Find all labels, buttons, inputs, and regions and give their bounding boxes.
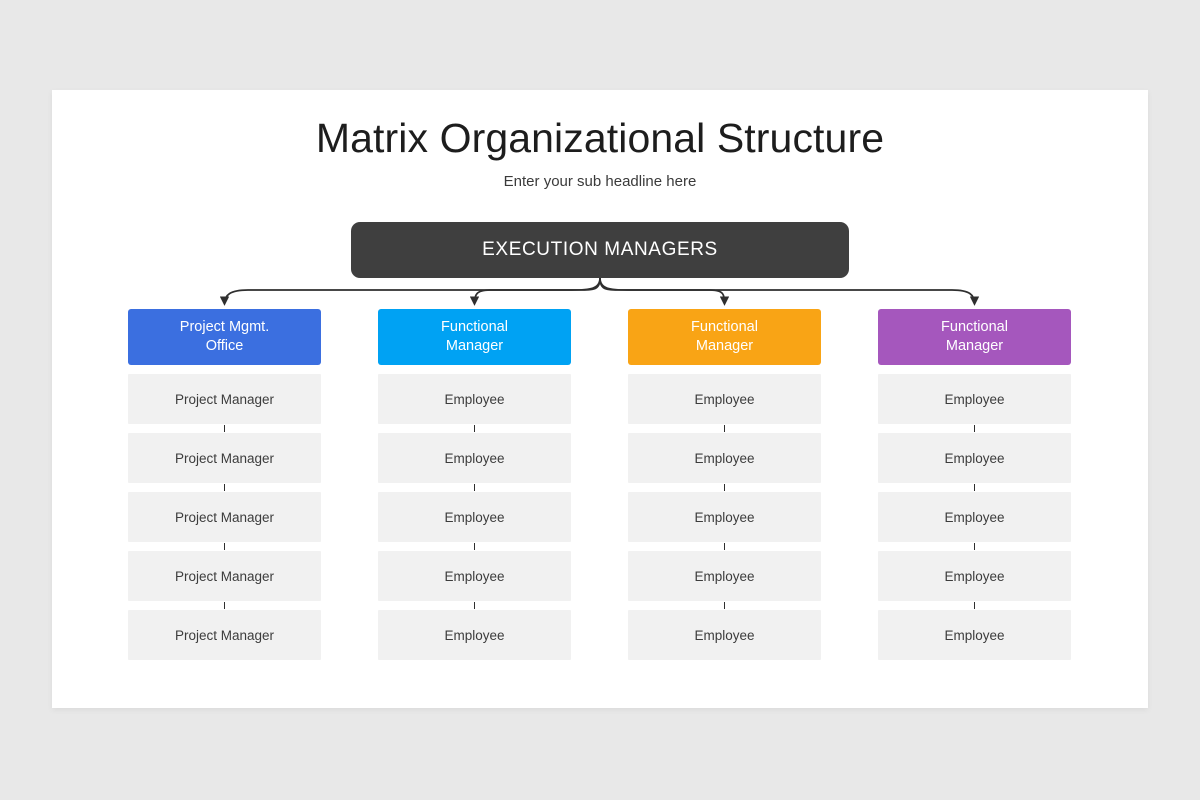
row-connector (628, 424, 821, 433)
row-connector (128, 601, 321, 610)
page-subtitle: Enter your sub headline here (503, 173, 697, 190)
org-node-execution-managers[interactable]: EXECUTION MANAGERS (351, 222, 849, 278)
node-row[interactable]: Employee (628, 551, 821, 601)
column-header-2-line1: Functional (691, 319, 758, 336)
node-row[interactable]: Employee (378, 374, 571, 424)
column-rows-1: Employee Employee Employee Employee Empl… (378, 374, 571, 660)
node-row[interactable]: Project Manager (128, 433, 321, 483)
row-connector (878, 542, 1071, 551)
row-connector (378, 542, 571, 551)
row-connector (628, 601, 821, 610)
row-connector (878, 601, 1071, 610)
connector-to-column-2 (469, 277, 601, 306)
row-connector (878, 424, 1071, 433)
node-row[interactable]: Project Manager (128, 551, 321, 601)
node-row[interactable]: Employee (628, 492, 821, 542)
row-connector (378, 424, 571, 433)
connector-to-column-1 (219, 277, 601, 306)
column-header-0-line2: Office (205, 338, 244, 354)
column-header-3-line2: Manager (945, 338, 1004, 354)
row-connector (878, 483, 1071, 492)
row-connector (128, 542, 321, 551)
column-rows-0: Project Manager Project Manager Project … (128, 374, 321, 660)
slide-canvas: Matrix Organizational Structure Enter yo… (52, 90, 1148, 708)
column-header-2-line2: Manager (695, 338, 754, 354)
column-header-1[interactable]: Functional Manager (378, 309, 571, 365)
row-connector (128, 424, 321, 433)
node-row[interactable]: Employee (378, 610, 571, 660)
node-row[interactable]: Employee (878, 551, 1071, 601)
column-header-2[interactable]: Functional Manager (628, 309, 821, 365)
root-node-label: EXECUTION MANAGERS (482, 239, 718, 260)
org-column-functional-manager-1: Functional Manager Employee Employee Emp… (378, 309, 571, 660)
column-header-3[interactable]: Functional Manager (878, 309, 1071, 365)
node-row[interactable]: Project Manager (128, 374, 321, 424)
node-row[interactable]: Employee (628, 610, 821, 660)
row-connector (128, 483, 321, 492)
column-rows-2: Employee Employee Employee Employee Empl… (628, 374, 821, 660)
connector-to-column-4 (599, 277, 980, 306)
column-header-0[interactable]: Project Mgmt. Office (128, 309, 321, 365)
column-header-1-line2: Manager (445, 338, 504, 354)
column-header-1-line1: Functional (441, 319, 508, 336)
node-row[interactable]: Project Manager (128, 492, 321, 542)
row-connector (378, 601, 571, 610)
node-row[interactable]: Employee (628, 433, 821, 483)
org-column-project-mgmt-office: Project Mgmt. Office Project Manager Pro… (128, 309, 321, 660)
row-connector (628, 483, 821, 492)
node-row[interactable]: Employee (378, 551, 571, 601)
column-header-3-line1: Functional (941, 319, 1008, 336)
column-rows-3: Employee Employee Employee Employee Empl… (878, 374, 1071, 660)
row-connector (628, 542, 821, 551)
node-row[interactable]: Employee (878, 610, 1071, 660)
org-column-functional-manager-2: Functional Manager Employee Employee Emp… (628, 309, 821, 660)
node-row[interactable]: Employee (628, 374, 821, 424)
page-title: Matrix Organizational Structure (315, 115, 885, 161)
node-row[interactable]: Employee (378, 492, 571, 542)
node-row[interactable]: Project Manager (128, 610, 321, 660)
connector-to-column-3 (599, 277, 730, 306)
node-row[interactable]: Employee (878, 433, 1071, 483)
node-row[interactable]: Employee (378, 433, 571, 483)
node-row[interactable]: Employee (878, 374, 1071, 424)
row-connector (378, 483, 571, 492)
node-row[interactable]: Employee (878, 492, 1071, 542)
org-column-functional-manager-3: Functional Manager Employee Employee Emp… (878, 309, 1071, 660)
column-header-0-line1: Project Mgmt. (179, 319, 270, 336)
